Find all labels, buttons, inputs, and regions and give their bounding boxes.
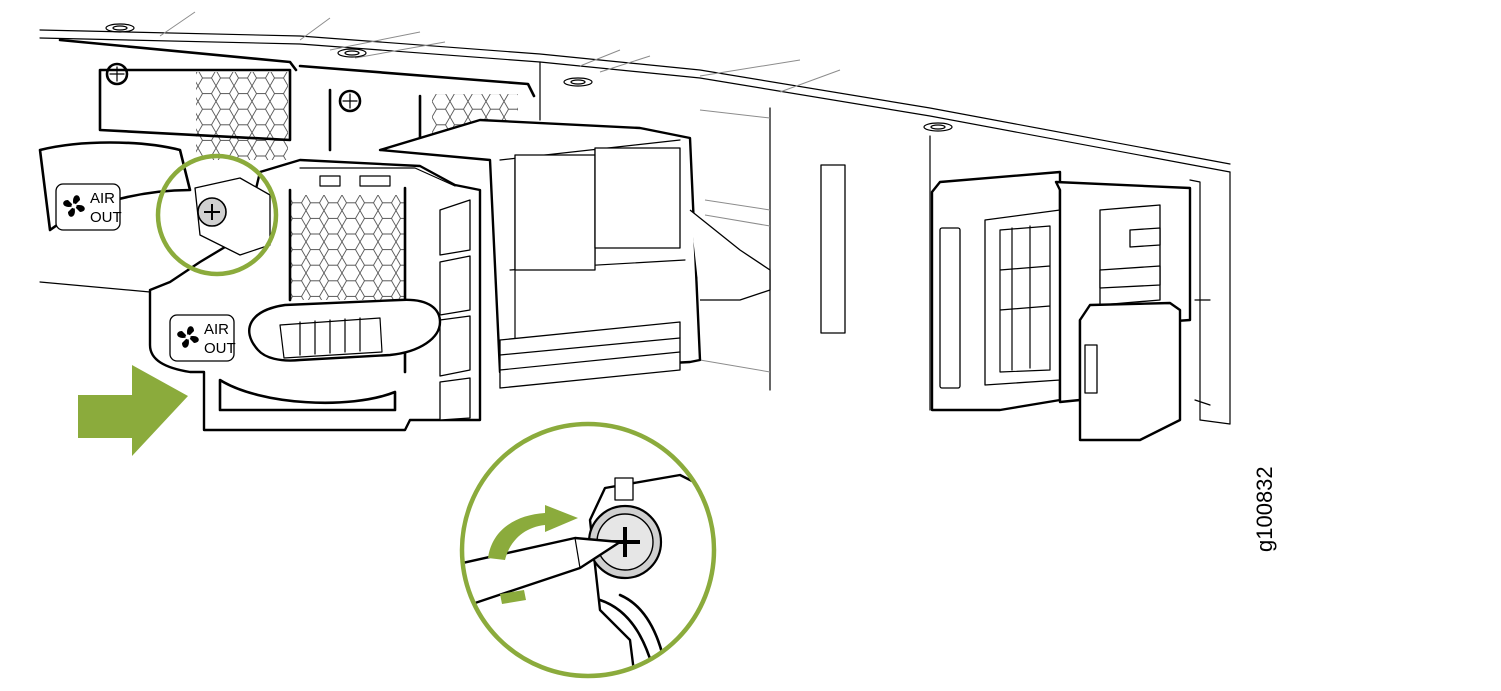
zoom-detail bbox=[459, 421, 717, 679]
screwdriver bbox=[462, 536, 622, 610]
fan-icon bbox=[177, 326, 199, 348]
insert-direction-arrow bbox=[78, 365, 188, 456]
air-out-badge: AIR OUT bbox=[169, 314, 236, 362]
badge-text-line1: AIR bbox=[90, 190, 115, 207]
figure-id: g100832 bbox=[1252, 466, 1277, 552]
installed-fan-module-left: AIR OUT bbox=[38, 38, 298, 232]
badge-text-line1: AIR bbox=[204, 321, 229, 338]
captive-screw bbox=[194, 177, 271, 256]
fan-module: AIR OUT bbox=[148, 118, 771, 432]
badge-text-line2: OUT bbox=[90, 209, 122, 226]
badge-text-line2: OUT bbox=[204, 340, 236, 357]
highlight-circle bbox=[155, 153, 279, 277]
empty-bay-cover bbox=[930, 170, 1211, 442]
chassis-screw-icon bbox=[105, 23, 953, 132]
air-out-badge: AIR OUT bbox=[55, 183, 122, 231]
chassis bbox=[39, 11, 1231, 425]
rotation-arrow bbox=[488, 505, 578, 604]
zoom-circle bbox=[459, 421, 717, 679]
